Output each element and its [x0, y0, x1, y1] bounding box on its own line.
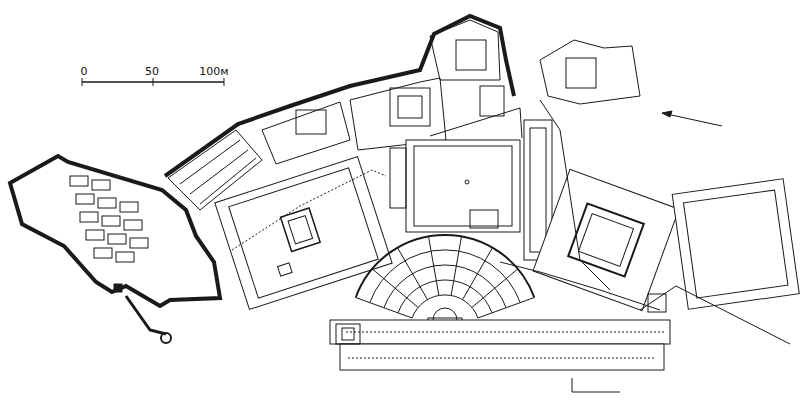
scale-label: 100м	[199, 66, 228, 77]
scale-label: 50	[145, 66, 159, 77]
scale-label: 0	[81, 66, 88, 77]
